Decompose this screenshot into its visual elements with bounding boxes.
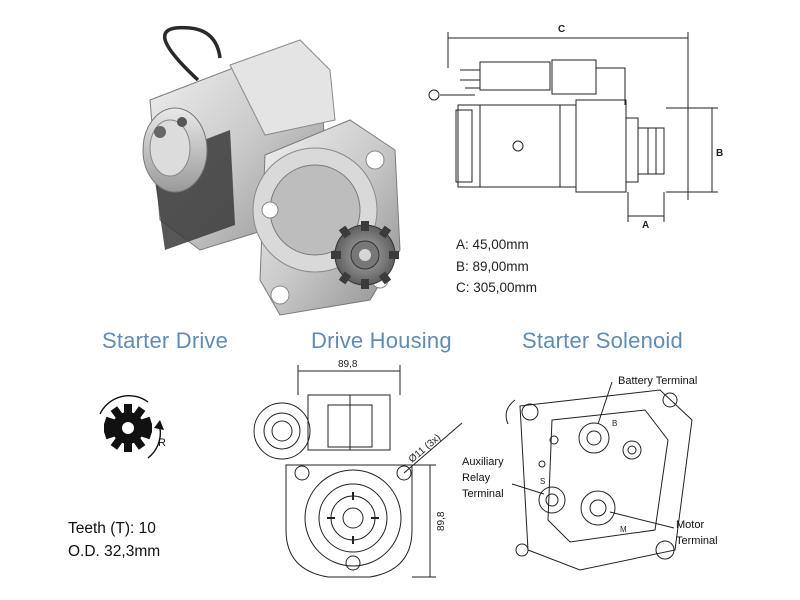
housing-hole-label: Ø11 (3x) [407, 432, 443, 465]
auxiliary-relay-label-line1: Auxiliary [462, 456, 504, 468]
rotation-direction-label: R [158, 437, 166, 449]
starter-solenoid-title: Starter Solenoid [522, 328, 683, 353]
solenoid-terminal-drawing: B S M Battery Terminal Auxiliary Relay T… [462, 375, 718, 571]
mark-s: S [540, 477, 545, 486]
starter-drive-title: Starter Drive [102, 328, 229, 353]
dimension-b-label: B [716, 148, 723, 159]
starter-side-view-drawing: C B A [428, 24, 723, 231]
battery-terminal-label: Battery Terminal [618, 375, 697, 387]
dimension-list: A: 45,00mm B: 89,00mm C: 305,00mm [456, 234, 537, 299]
housing-height-label: 89,8 [436, 511, 447, 531]
mark-m: M [620, 525, 627, 534]
auxiliary-relay-label-line2: Relay [462, 472, 491, 484]
dimension-b-value: B: 89,00mm [456, 258, 529, 274]
motor-terminal-label-line1: Motor [676, 519, 704, 531]
dimension-c-value: C: 305,00mm [456, 280, 538, 295]
mark-b: B [612, 419, 617, 428]
drive-housing-drawing: 89,8 89,8 Ø11 (3x) [253, 359, 463, 578]
starter-motor-photo [142, 25, 401, 316]
dimension-a-label: A [642, 220, 649, 231]
auxiliary-relay-label-line3: Terminal [462, 488, 504, 500]
dimension-c-label: C [558, 24, 565, 35]
outer-diameter-spec: O.D. 32,3mm [68, 543, 161, 560]
drive-housing-title: Drive Housing [311, 328, 452, 353]
pinion-gear-icon: R [99, 395, 166, 459]
teeth-spec: Teeth (T): 10 [68, 520, 156, 537]
housing-width-label: 89,8 [338, 359, 358, 370]
dimension-a-value: A: 45,00mm [456, 237, 529, 252]
motor-terminal-label-line2: Terminal [676, 535, 718, 547]
